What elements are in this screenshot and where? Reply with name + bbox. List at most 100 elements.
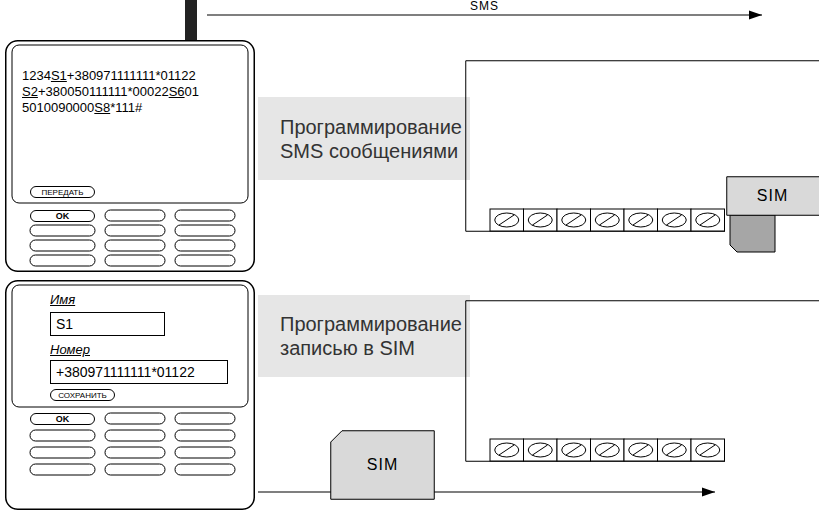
screen-text: 1234S1+380971111111*01122 S2+38005011111… bbox=[22, 68, 201, 116]
sim-label: SIM bbox=[367, 456, 398, 474]
terminal-screw bbox=[528, 213, 552, 227]
keypad-key bbox=[105, 413, 165, 424]
terminal-cell bbox=[557, 439, 591, 461]
antenna bbox=[185, 0, 197, 40]
sim-body bbox=[331, 431, 435, 500]
keypad-key bbox=[175, 210, 235, 221]
gsm-device: SIM bbox=[465, 60, 819, 232]
text-run: S6 bbox=[169, 84, 185, 99]
terminal-screw bbox=[629, 213, 653, 227]
keypad-key bbox=[30, 255, 95, 266]
sim-label: SIM bbox=[757, 187, 788, 205]
caption-text: Программирование SMS сообщениями bbox=[280, 115, 464, 163]
screw-slot bbox=[667, 445, 682, 455]
connector-line bbox=[207, 14, 762, 15]
keypad-key bbox=[30, 447, 95, 458]
keypad-key bbox=[105, 430, 165, 441]
caption-box: Программирование записью в SIM bbox=[258, 295, 470, 377]
keypad-key bbox=[175, 225, 235, 236]
button-label: СОХРАНИТЬ bbox=[58, 391, 107, 400]
keypad-key bbox=[30, 430, 95, 441]
phone-screen bbox=[12, 45, 248, 203]
keypad-key bbox=[105, 240, 165, 251]
terminal-screw bbox=[629, 443, 653, 457]
text-run: 1234 bbox=[22, 68, 51, 83]
terminal-cell bbox=[624, 209, 658, 231]
ok-key: OK bbox=[30, 210, 95, 222]
terminal-screw bbox=[495, 443, 519, 457]
housing-outline bbox=[466, 61, 819, 232]
keypad-key bbox=[175, 430, 235, 441]
input-field: S1 bbox=[50, 312, 165, 336]
field-value: S1 bbox=[56, 317, 73, 332]
screw-slot bbox=[566, 445, 581, 455]
terminal-screw bbox=[562, 213, 586, 227]
screw-slot bbox=[633, 445, 648, 455]
keypad-key bbox=[30, 240, 95, 251]
terminal-cell bbox=[557, 209, 591, 231]
screw-slot bbox=[600, 445, 615, 455]
terminal-cell bbox=[624, 439, 658, 461]
screw-slot bbox=[499, 445, 514, 455]
connector-line bbox=[258, 491, 715, 492]
keypad-key bbox=[175, 255, 235, 266]
terminal-screw bbox=[696, 443, 720, 457]
screw-slot bbox=[633, 215, 648, 225]
keypad-key bbox=[175, 240, 235, 251]
sim-card: SIM bbox=[330, 430, 435, 500]
button-label: ПЕРЕДАТЬ bbox=[41, 188, 83, 197]
send-button: ПЕРЕДАТЬ bbox=[30, 186, 95, 198]
terminal-cell bbox=[658, 209, 692, 231]
keypad-key bbox=[175, 447, 235, 458]
screen-text: Имя bbox=[50, 292, 75, 308]
terminal-screw bbox=[528, 443, 552, 457]
gsm-device bbox=[465, 300, 819, 462]
ok-key: OK bbox=[30, 413, 95, 425]
button-label: OK bbox=[56, 211, 70, 221]
terminal-cell bbox=[591, 209, 625, 231]
screw-slot bbox=[600, 215, 615, 225]
sim-tab bbox=[730, 215, 775, 252]
terminal-cell bbox=[490, 209, 524, 231]
button-label: OK bbox=[56, 414, 70, 424]
keypad-key bbox=[175, 413, 235, 424]
screen-text: Номер bbox=[50, 342, 90, 358]
terminal-cell bbox=[691, 439, 725, 461]
screw-slot bbox=[533, 215, 548, 225]
sim-body bbox=[727, 177, 819, 216]
screw-slot bbox=[533, 445, 548, 455]
text-run: S2 bbox=[22, 84, 38, 99]
terminal-screw bbox=[562, 443, 586, 457]
terminal-screw bbox=[495, 213, 519, 227]
phone-body bbox=[6, 41, 255, 272]
text-run: +380971111111*01122 bbox=[67, 68, 196, 83]
field-value: +380971111111*01122 bbox=[56, 365, 195, 380]
keypad-key bbox=[105, 210, 165, 221]
screw-slot bbox=[667, 215, 682, 225]
terminal-screw bbox=[662, 213, 686, 227]
arrow-connector bbox=[258, 488, 715, 497]
keypad-key bbox=[105, 225, 165, 236]
phone-body bbox=[6, 281, 255, 510]
housing-outline bbox=[466, 301, 819, 462]
terminal-screw bbox=[696, 213, 720, 227]
terminal-cell bbox=[490, 439, 524, 461]
keypad-key bbox=[175, 464, 235, 475]
text-run: S1 bbox=[51, 68, 67, 83]
text-run: S8 bbox=[94, 100, 110, 115]
caption-text: Программирование записью в SIM bbox=[280, 312, 464, 360]
keypad-key bbox=[105, 255, 165, 266]
arrowhead bbox=[749, 11, 762, 20]
arrowhead bbox=[702, 488, 715, 497]
terminal-cell bbox=[691, 209, 725, 231]
keypad-key bbox=[30, 225, 95, 236]
device-housing bbox=[465, 300, 819, 462]
sim-card: SIM bbox=[726, 176, 819, 216]
terminal-cell bbox=[591, 439, 625, 461]
mobile-phone: S1 +380971111111*01122СОХРАНИТЬ OK ИмяНомер bbox=[5, 280, 255, 510]
input-field: +380971111111*01122 bbox=[50, 360, 228, 384]
screw-slot bbox=[700, 445, 715, 455]
keypad-key bbox=[30, 464, 95, 475]
text-run: +380050111111*00022 bbox=[38, 84, 169, 99]
